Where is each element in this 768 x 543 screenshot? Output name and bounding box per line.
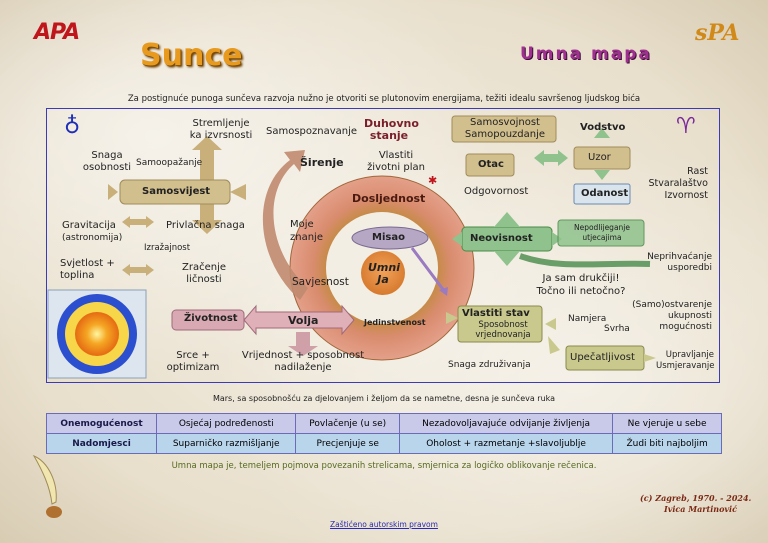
namjera-label: Namjera <box>568 314 607 324</box>
vlastiti-stav-node <box>457 305 543 343</box>
sirenje-arrow <box>262 150 308 300</box>
zivotnost-label: Životnost <box>184 313 238 324</box>
upravljanje-label: Upravljanje Usmjeravanje <box>656 350 715 371</box>
center-circle <box>361 251 405 295</box>
vrijednost-label: Vrijednost + sposobnost nadilaženje <box>241 350 365 373</box>
samosvojnost-label: Samosvojnost Samopouzdanje <box>464 117 546 140</box>
copyright-line-1: (c) Zagreb, 1970. - 2024. <box>640 493 752 503</box>
svg-text:✱: ✱ <box>428 174 437 187</box>
misao-node <box>351 226 429 250</box>
samospoznavanje-label: Samospoznavanje <box>266 126 358 137</box>
neprihvacanje-label: Neprihvaćanje usporedbi <box>647 252 712 273</box>
table-cell: Osjećaj podređenosti <box>155 413 297 434</box>
diagram-frame <box>46 108 720 383</box>
rast-label: Rast Stvaralaštvo Izvornost <box>648 166 709 201</box>
uzor-label: Uzor <box>588 152 611 163</box>
volja-label: Volja <box>288 314 319 327</box>
izrazajnost-label: Izražajnost <box>144 243 191 253</box>
sun-icon <box>57 294 137 374</box>
table-cell: Nezadovoljavajuće odvijanje življenja <box>398 413 614 434</box>
privlacna-snaga-label: Privlačna snaga <box>166 220 245 231</box>
footnote: Umna mapa je, temeljem pojmova povezanih… <box>171 461 597 471</box>
samosvojnost-node <box>451 115 557 143</box>
odanost-node <box>573 183 631 205</box>
aries-symbol-icon: ♈ <box>676 114 696 139</box>
apa-logo: APA <box>34 20 80 45</box>
otac-label: Otac <box>478 159 504 170</box>
spa-logo: sPA <box>695 20 740 46</box>
vlastiti-plan-label: Vlastiti životni plan <box>367 150 425 173</box>
page-subtitle: Umna mapa <box>520 44 652 64</box>
intro-text: Za postignuće punoga sunčeva razvoja nuž… <box>127 94 641 104</box>
row-header: Onemogućenost <box>46 413 157 434</box>
snaga-zdruzivanja-label: Snaga združivanja <box>448 360 531 370</box>
copyright-line-2: Ivica Martinović <box>664 504 737 514</box>
table-cell: Ne vjeruje u sebe <box>612 413 722 434</box>
drukciji-label: Ja sam drukčiji! Točno ili netočno? <box>536 273 626 297</box>
duhovno-label: Duhovno stanje <box>364 117 419 142</box>
nepodlijeganje-node <box>557 219 645 247</box>
uzor-node <box>573 146 631 170</box>
dosljednost-label: Dosljednost <box>352 192 426 205</box>
odanost-label: Odanost <box>581 188 629 199</box>
sirenje-label: Širenje <box>300 156 344 169</box>
gravitacija-label: Gravitacija <box>62 220 116 231</box>
odgovornost-label: Odgovornost <box>464 186 529 197</box>
astronomija-label: (astronomija) <box>62 233 123 243</box>
page-title: Sunce <box>140 38 243 73</box>
table-cell: Suparničko razmišljanje <box>155 433 297 454</box>
summary-table: Onemogućenost Osjećaj podređenosti Povla… <box>46 413 722 454</box>
table-cell: Povlačenje (u se) <box>295 413 400 434</box>
zracenje-label: Zračenje ličnosti <box>181 262 226 285</box>
umni-ja-label: Umni Ja <box>368 261 400 286</box>
samoostvarenje-label: (Samo)ostvarenje ukupnosti mogućnosti <box>632 300 712 332</box>
svrha-label: Svrha <box>604 324 630 334</box>
copyright-link[interactable]: Zaštićeno autorskim pravom <box>330 520 438 529</box>
samosvijest-label: Samosvijest <box>142 186 211 197</box>
neovisnost-label: Neovisnost <box>470 233 533 244</box>
savjesnost-label: Savjesnost <box>292 276 349 288</box>
vodstvo-label: Vodstvo <box>580 122 626 133</box>
table-cell: Oholost + razmetanje +slavoljublje <box>398 433 614 454</box>
table-row: Nadomjesci Suparničko razmišljanje Precj… <box>46 433 722 454</box>
nepodlijeganje-label: Nepodlijeganje utjecajima <box>573 223 630 242</box>
quill-icon <box>32 454 62 518</box>
stremljenje-label: Stremljenje ka izvrsnosti <box>189 118 253 141</box>
mars-caption: Mars, sa sposobnošću za djelovanjem i že… <box>212 394 556 403</box>
earth-symbol-icon: ♁ <box>64 114 81 139</box>
svjetlost-label: Svjetlost + toplina <box>60 258 115 281</box>
sposobnost-label: Sposobnost vrjednovanja <box>475 320 531 340</box>
table-cell: Precjenjuje se <box>295 433 400 454</box>
upecatljivost-label: Upečatljivost <box>570 352 635 363</box>
table-row: Onemogućenost Osjećaj podređenosti Povla… <box>46 413 722 434</box>
misao-label: Misao <box>372 232 405 243</box>
jedinstvenost-label: Jedinstvenost <box>364 318 426 327</box>
vlastiti-stav-label: Vlastiti stav <box>462 308 530 319</box>
otac-node <box>465 153 515 177</box>
snaga-osobnosti-label: Snaga osobnosti <box>82 150 132 173</box>
srce-label: Srce + optimizam <box>166 350 220 373</box>
table-cell: Žudi biti najboljim <box>612 433 722 454</box>
row-header: Nadomjesci <box>46 433 157 454</box>
moje-znanje-label: Moje znanje <box>290 219 323 243</box>
samoopazanje-label: Samoopažanje <box>136 158 203 168</box>
